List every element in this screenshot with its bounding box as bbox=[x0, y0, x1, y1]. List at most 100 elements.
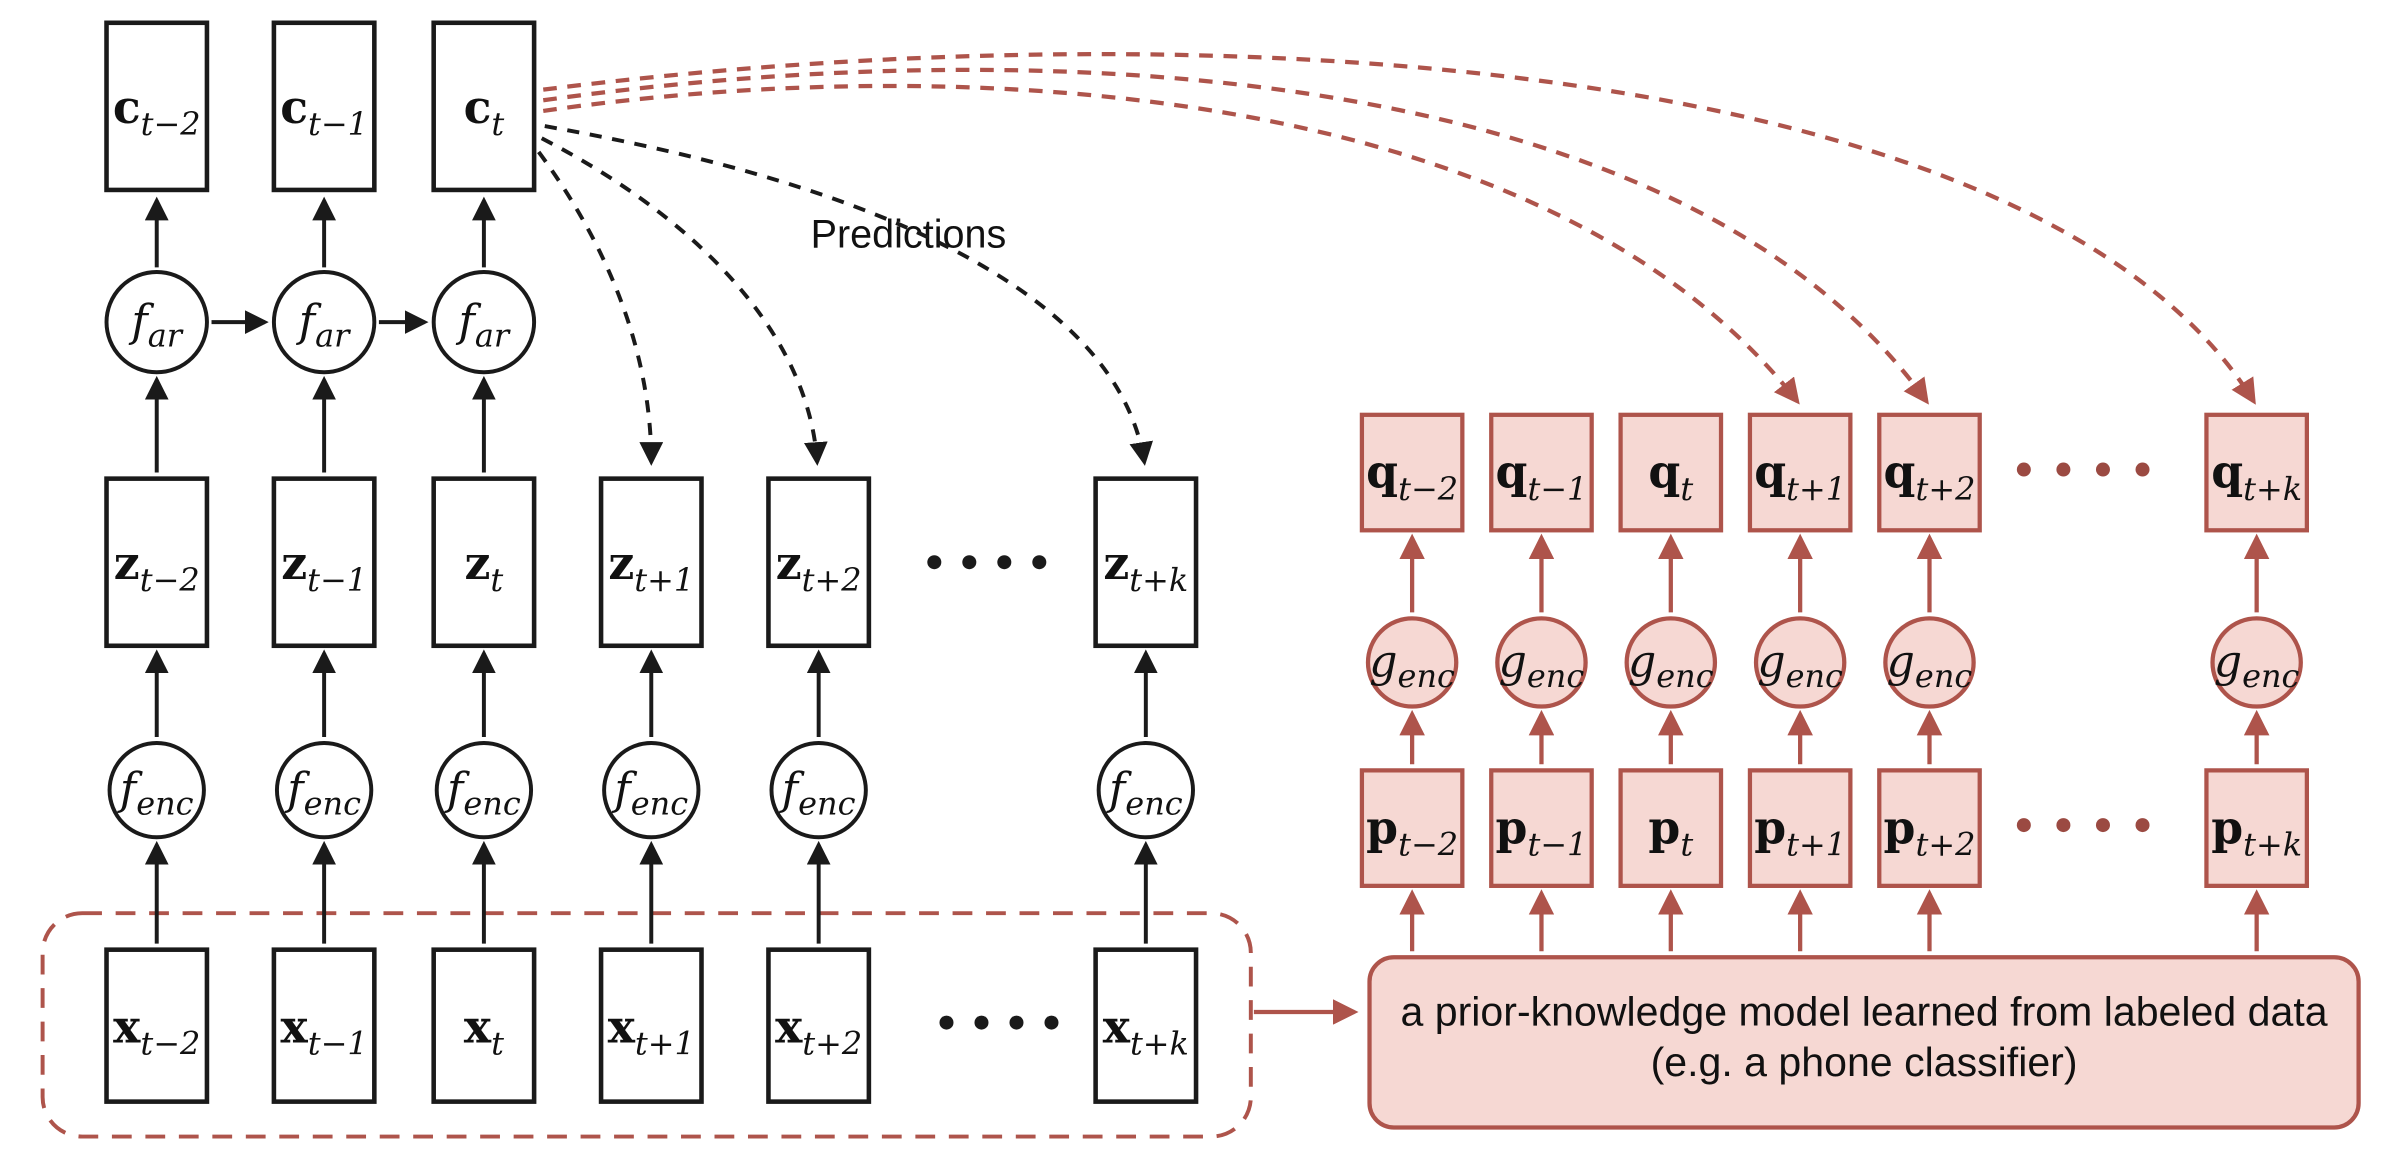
f-enc-node bbox=[602, 741, 701, 840]
q-box bbox=[1359, 412, 1465, 533]
f-enc-label: fenc bbox=[444, 764, 521, 823]
z-box bbox=[104, 476, 210, 649]
predictions-label: Predictions bbox=[811, 213, 1007, 257]
dot bbox=[2016, 818, 2031, 833]
input-region-dashed-border bbox=[40, 911, 1253, 1139]
p-box bbox=[1747, 768, 1853, 888]
q-label: qt+2 bbox=[1884, 445, 1976, 508]
dot bbox=[974, 1015, 989, 1030]
f-ar-label: far bbox=[456, 296, 511, 355]
p-box bbox=[1489, 768, 1594, 888]
p-label: pt+k bbox=[2211, 800, 2302, 863]
q-box bbox=[2204, 412, 2310, 533]
c-label: ct−2 bbox=[113, 80, 201, 143]
x-label: xt+2 bbox=[775, 999, 862, 1062]
c-box bbox=[104, 20, 210, 193]
z-label: zt+1 bbox=[608, 536, 694, 599]
x-label: xt+k bbox=[1103, 999, 1189, 1062]
x-box bbox=[766, 947, 872, 1104]
p-label: pt bbox=[1648, 800, 1693, 863]
q-row: qt−2 qt−1 qt qt+1 qt+2 qt+k bbox=[1359, 412, 2310, 533]
f-enc-node bbox=[107, 741, 206, 840]
z-label: zt+2 bbox=[776, 536, 862, 599]
p-box bbox=[2204, 768, 2310, 888]
z-label: zt−1 bbox=[281, 536, 367, 599]
x-label: xt−1 bbox=[281, 999, 368, 1062]
z-row: zt−2 zt−1 zt zt+1 zt+2 zt+k bbox=[104, 476, 1199, 649]
dot bbox=[2016, 462, 2031, 477]
prediction-curve-ct-to-qt2 bbox=[542, 67, 1929, 405]
dot bbox=[939, 1015, 954, 1030]
z-label: zt−2 bbox=[114, 536, 200, 599]
g-enc-label: genc bbox=[1369, 636, 1455, 695]
z-label: zt+k bbox=[1103, 536, 1188, 599]
c-label: ct−1 bbox=[280, 80, 368, 143]
g-enc-node bbox=[1624, 616, 1718, 709]
c-box bbox=[431, 20, 537, 193]
p-label: pt−1 bbox=[1496, 800, 1588, 863]
f-ar-node bbox=[431, 270, 537, 375]
f-ar-label: far bbox=[128, 296, 183, 355]
f-enc-label: fenc bbox=[284, 764, 361, 823]
x-box bbox=[598, 947, 704, 1104]
prediction-curve-ct-to-qtk bbox=[542, 52, 2256, 405]
p-box bbox=[1618, 768, 1724, 888]
p-label: pt+1 bbox=[1754, 800, 1846, 863]
f-ar-row: far far far bbox=[104, 270, 537, 375]
q-box bbox=[1618, 412, 1724, 533]
q-box bbox=[1489, 412, 1594, 533]
f-enc-row: fenc fenc fenc fenc fenc fenc bbox=[107, 741, 1195, 840]
x-label: xt+1 bbox=[608, 999, 695, 1062]
z-box bbox=[766, 476, 872, 649]
p-box bbox=[1359, 768, 1465, 888]
q-label: qt+k bbox=[2211, 445, 2302, 508]
g-enc-label: genc bbox=[2214, 636, 2300, 695]
g-enc-node bbox=[1883, 616, 1976, 709]
dot bbox=[927, 555, 942, 570]
f-ar-node bbox=[271, 270, 377, 375]
g-enc-label: genc bbox=[1887, 636, 1973, 695]
prediction-curve-ct-to-zt2 bbox=[540, 136, 828, 466]
g-enc-label: genc bbox=[1757, 636, 1843, 695]
f-enc-label: fenc bbox=[1106, 764, 1183, 823]
f-ar-label: far bbox=[296, 296, 351, 355]
p-row: pt−2 pt−1 pt pt+1 pt+2 pt+k bbox=[1359, 768, 2310, 888]
q-box bbox=[1877, 412, 1982, 533]
x-label: xt−2 bbox=[113, 999, 200, 1062]
g-enc-label: genc bbox=[1628, 636, 1714, 695]
ellipsis-dots bbox=[927, 555, 1059, 1030]
prior-box-line2: (e.g. a phone classifier) bbox=[1651, 1039, 2078, 1085]
z-box bbox=[598, 476, 704, 649]
g-enc-node bbox=[1753, 616, 1847, 709]
g-enc-node bbox=[2210, 616, 2303, 709]
f-ar-node bbox=[104, 270, 209, 375]
ellipsis-dots-right bbox=[2016, 462, 2150, 833]
cpc-left-section: ct−2 ct−1 ct far far far zt−2 zt−1 bbox=[104, 20, 1199, 1104]
dot bbox=[2135, 462, 2150, 477]
g-enc-row: genc genc genc genc genc genc bbox=[1365, 616, 2303, 709]
dot bbox=[1009, 1015, 1024, 1030]
f-enc-node bbox=[434, 741, 534, 840]
f-enc-label: fenc bbox=[117, 764, 194, 823]
p-label: pt+2 bbox=[1884, 800, 1976, 863]
c-row: ct−2 ct−1 ct bbox=[104, 20, 537, 193]
x-box bbox=[104, 947, 210, 1104]
g-enc-label: genc bbox=[1499, 636, 1585, 695]
prediction-curve-ct-to-zt1 bbox=[537, 150, 664, 466]
q-label: qt−1 bbox=[1496, 445, 1588, 508]
x-label: xt bbox=[464, 999, 504, 1062]
g-enc-node bbox=[1365, 616, 1459, 709]
z-box bbox=[1093, 476, 1199, 649]
g-enc-node bbox=[1495, 616, 1588, 709]
dot bbox=[2056, 462, 2071, 477]
dot bbox=[962, 555, 977, 570]
dot bbox=[1044, 1015, 1059, 1030]
f-enc-node bbox=[769, 741, 868, 840]
c-label: ct bbox=[464, 80, 505, 143]
x-box bbox=[1093, 947, 1199, 1104]
p-label: pt−2 bbox=[1366, 800, 1458, 863]
f-enc-label: fenc bbox=[779, 764, 856, 823]
q-label: qt+1 bbox=[1754, 445, 1846, 508]
z-label: zt bbox=[465, 536, 504, 599]
